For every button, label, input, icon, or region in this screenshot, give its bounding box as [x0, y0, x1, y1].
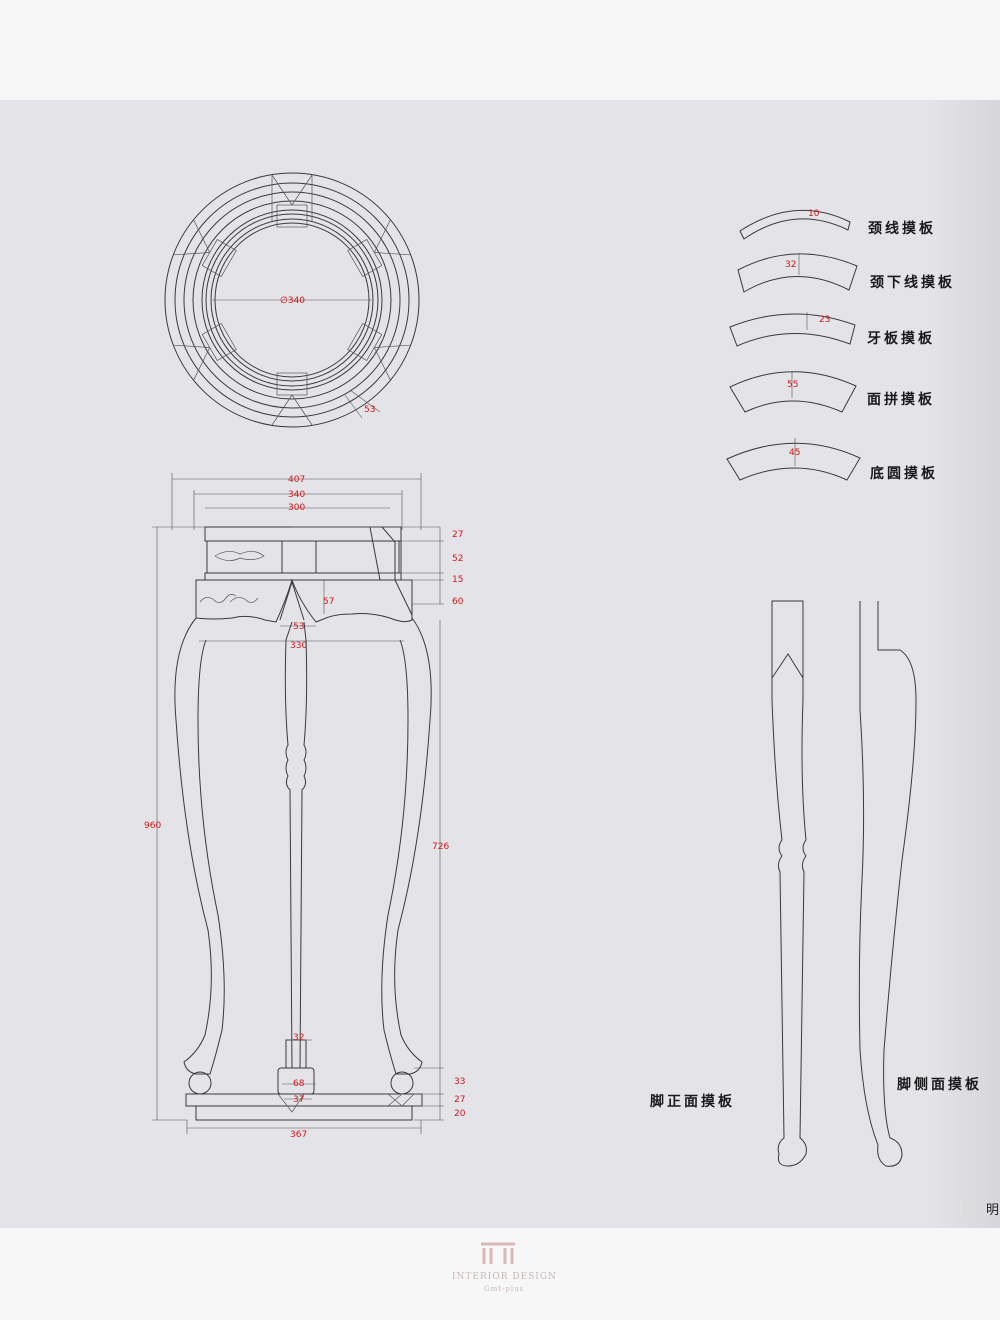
template-apron-label: 牙板摸板 — [867, 330, 935, 347]
dim-32: 32 — [293, 1033, 304, 1043]
plan-width-label: 53 — [364, 405, 375, 415]
dim-960: 960 — [144, 821, 161, 831]
page-gutter-shadow — [930, 100, 1000, 1228]
leg-front-label: 脚正面摸板 — [650, 1093, 735, 1110]
dim-52: 52 — [452, 554, 463, 564]
template-under-neck-label: 颈下线摸板 — [869, 274, 955, 291]
dim-37: 37 — [293, 1095, 304, 1105]
dim-300: 300 — [288, 503, 305, 513]
dim-330: 330 — [290, 641, 307, 651]
dim-27-top: 27 — [452, 530, 463, 540]
template-top-panel-label: 面拼摸板 — [867, 391, 935, 408]
dim-20: 20 — [454, 1109, 466, 1119]
plan-view: ∅340 53 — [164, 172, 420, 428]
template-top-panel: 55 面拼摸板 — [729, 371, 935, 413]
dim-60: 60 — [452, 597, 464, 607]
arc-templates: 10 颈线摸板 32 颈下线摸板 23 牙板摸板 55 面拼摸板 45 底圆摸板 — [726, 209, 955, 482]
leg-front-template: 脚正面摸板 — [650, 600, 807, 1167]
svg-text:55: 55 — [787, 380, 798, 390]
front-elevation: 407 340 300 57 53 330 27 52 15 60 — [144, 473, 466, 1140]
leg-side-template: 脚侧面摸板 — [858, 601, 982, 1167]
corner-mark-text: 明 — [986, 1203, 999, 1218]
inner-ring — [210, 218, 374, 382]
corner-mark: 明 — [962, 1200, 999, 1218]
template-apron: 23 牙板摸板 — [729, 312, 935, 347]
template-neck: 10 颈线摸板 — [739, 209, 936, 240]
dim-15: 15 — [452, 575, 463, 585]
template-base-ring: 45 底圆摸板 — [726, 438, 938, 482]
watermark: INTERIOR DESIGN Gmt-plus — [452, 1242, 557, 1293]
dim-407: 407 — [288, 475, 305, 485]
dim-726: 726 — [432, 842, 449, 852]
svg-text:23: 23 — [819, 315, 830, 325]
watermark-line1: INTERIOR DESIGN — [452, 1272, 557, 1282]
dim-340: 340 — [288, 490, 305, 500]
svg-text:32: 32 — [785, 260, 796, 270]
template-base-ring-label: 底圆摸板 — [870, 465, 938, 482]
page-margin-top — [0, 0, 1000, 100]
dim-33: 33 — [454, 1077, 465, 1087]
svg-text:45: 45 — [789, 448, 800, 458]
dim-68: 68 — [293, 1079, 305, 1089]
dim-57: 57 — [323, 597, 334, 607]
diameter-label: ∅340 — [280, 296, 305, 306]
leg-side-label: 脚侧面摸板 — [897, 1076, 982, 1093]
drawing-sheet — [0, 100, 1000, 1228]
template-neck-label: 颈线摸板 — [867, 220, 936, 237]
dim-53: 53 — [293, 622, 304, 632]
svg-text:10: 10 — [808, 209, 820, 219]
outer-ring — [164, 172, 420, 428]
dim-367: 367 — [290, 1130, 307, 1140]
dim-27-bottom: 27 — [454, 1095, 465, 1105]
watermark-line2: Gmt-plus — [484, 1285, 524, 1293]
template-under-neck: 32 颈下线摸板 — [737, 253, 955, 293]
